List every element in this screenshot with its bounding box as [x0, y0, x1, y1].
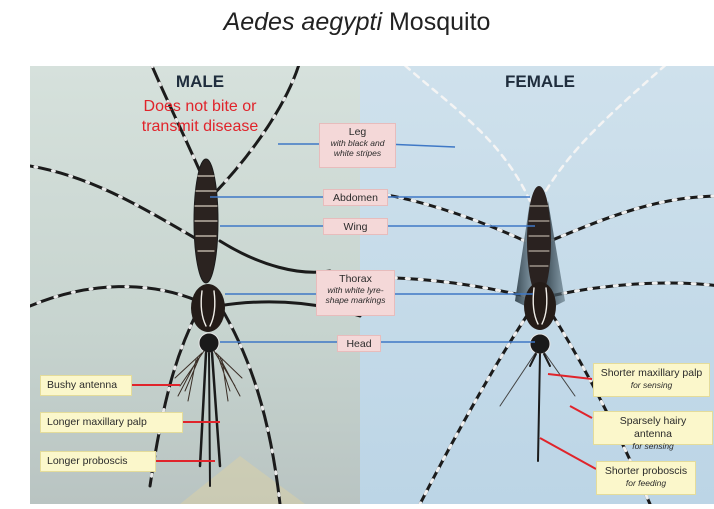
label-shorter-proboscis-main: Shorter proboscis	[605, 465, 687, 477]
label-thorax-sub1: with white lyre-	[320, 285, 391, 295]
label-longer-proboscis: Longer proboscis	[40, 451, 156, 472]
label-sparsely-hairy-antenna: Sparsely hairy antenna for sensing	[593, 411, 713, 445]
label-thorax: Thorax with white lyre- shape markings	[316, 270, 395, 316]
label-abdomen: Abdomen	[323, 189, 388, 206]
label-shorter-proboscis: Shorter proboscis for feeding	[596, 461, 696, 495]
female-heading: FEMALE	[480, 72, 600, 92]
label-sparsely-hairy-antenna-sub: for sensing	[600, 441, 706, 451]
male-warning-line1: Does not bite or	[144, 98, 257, 115]
label-wing: Wing	[323, 218, 388, 235]
label-bushy-antenna: Bushy antenna	[40, 375, 132, 396]
label-leg-main: Leg	[349, 126, 367, 138]
page-title: Aedes aegypti Mosquito	[0, 8, 714, 37]
label-leg: Leg with black and white stripes	[319, 123, 396, 168]
label-sparsely-hairy-antenna-main: Sparsely hairy antenna	[620, 415, 687, 440]
label-shorter-maxillary-palp: Shorter maxillary palp for sensing	[593, 363, 710, 397]
label-thorax-main: Thorax	[339, 273, 372, 285]
label-longer-maxillary-palp: Longer maxillary palp	[40, 412, 183, 433]
male-warning: Does not bite or transmit disease	[120, 97, 280, 137]
label-head: Head	[337, 335, 381, 352]
label-leg-sub2: white stripes	[323, 148, 392, 158]
label-shorter-maxillary-palp-sub: for sensing	[600, 380, 703, 390]
title-species: Aedes aegypti	[224, 8, 382, 36]
label-leg-sub1: with black and	[323, 138, 392, 148]
title-rest: Mosquito	[382, 8, 490, 36]
label-thorax-sub2: shape markings	[320, 295, 391, 305]
label-shorter-proboscis-sub: for feeding	[603, 478, 689, 488]
male-heading: MALE	[140, 72, 260, 92]
male-warning-line2: transmit disease	[142, 118, 259, 135]
label-shorter-maxillary-palp-main: Shorter maxillary palp	[601, 367, 703, 379]
